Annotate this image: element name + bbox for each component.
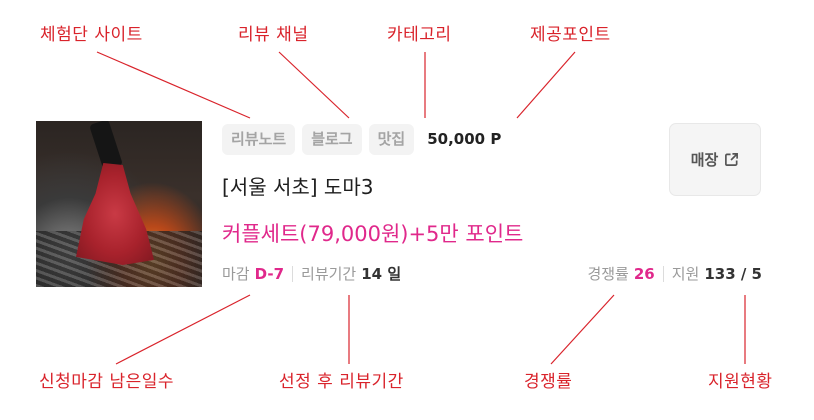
campaign-title[interactable]: [서울 서초] 도마3 [222, 175, 374, 199]
annotation-label-review-period: 선정 후 리뷰기간 [279, 372, 404, 392]
review-period-value: 14 일 [361, 265, 402, 283]
annotation-label-point: 제공포인트 [530, 25, 611, 45]
annotation-label-site: 체험단 사이트 [40, 25, 143, 45]
campaign-offer: 커플세트(79,000원)+5만 포인트 [222, 222, 524, 246]
store-button-label: 매장 [690, 151, 719, 169]
annotation-label-applicants: 지원현황 [708, 372, 773, 392]
meta-right: 경쟁률 26 지원 133 / 5 [587, 263, 762, 284]
applicants-value: 133 / 5 [704, 264, 762, 283]
tag-site: 리뷰노트 [222, 123, 296, 155]
tags-row: 리뷰노트 블로그 맛집 50,000 P [222, 123, 501, 155]
meta-left: 마감 D-7 리뷰기간 14 일 [222, 263, 401, 284]
external-link-icon [725, 153, 739, 166]
deadline-value: D-7 [254, 264, 285, 283]
annotation-label-competition: 경쟁률 [524, 372, 573, 392]
review-period-label: 리뷰기간 [301, 265, 357, 283]
annotation-label-category: 카테고리 [387, 25, 452, 45]
reward-point: 50,000 P [427, 130, 502, 148]
annotation-label-channel: 리뷰 채널 [238, 25, 309, 45]
applicants-label: 지원 [671, 265, 700, 283]
divider [292, 265, 294, 282]
campaign-thumbnail[interactable] [36, 121, 202, 287]
annotation-label-deadline: 신청마감 남은일수 [39, 372, 175, 392]
tag-category: 맛집 [368, 123, 415, 155]
store-link-button[interactable]: 매장 [669, 123, 761, 196]
deadline-label: 마감 [222, 265, 250, 283]
tag-channel: 블로그 [302, 123, 362, 155]
competition-label: 경쟁률 [587, 265, 629, 283]
divider [662, 265, 664, 282]
competition-value: 26 [633, 264, 655, 283]
thumbnail-steak [76, 163, 154, 265]
